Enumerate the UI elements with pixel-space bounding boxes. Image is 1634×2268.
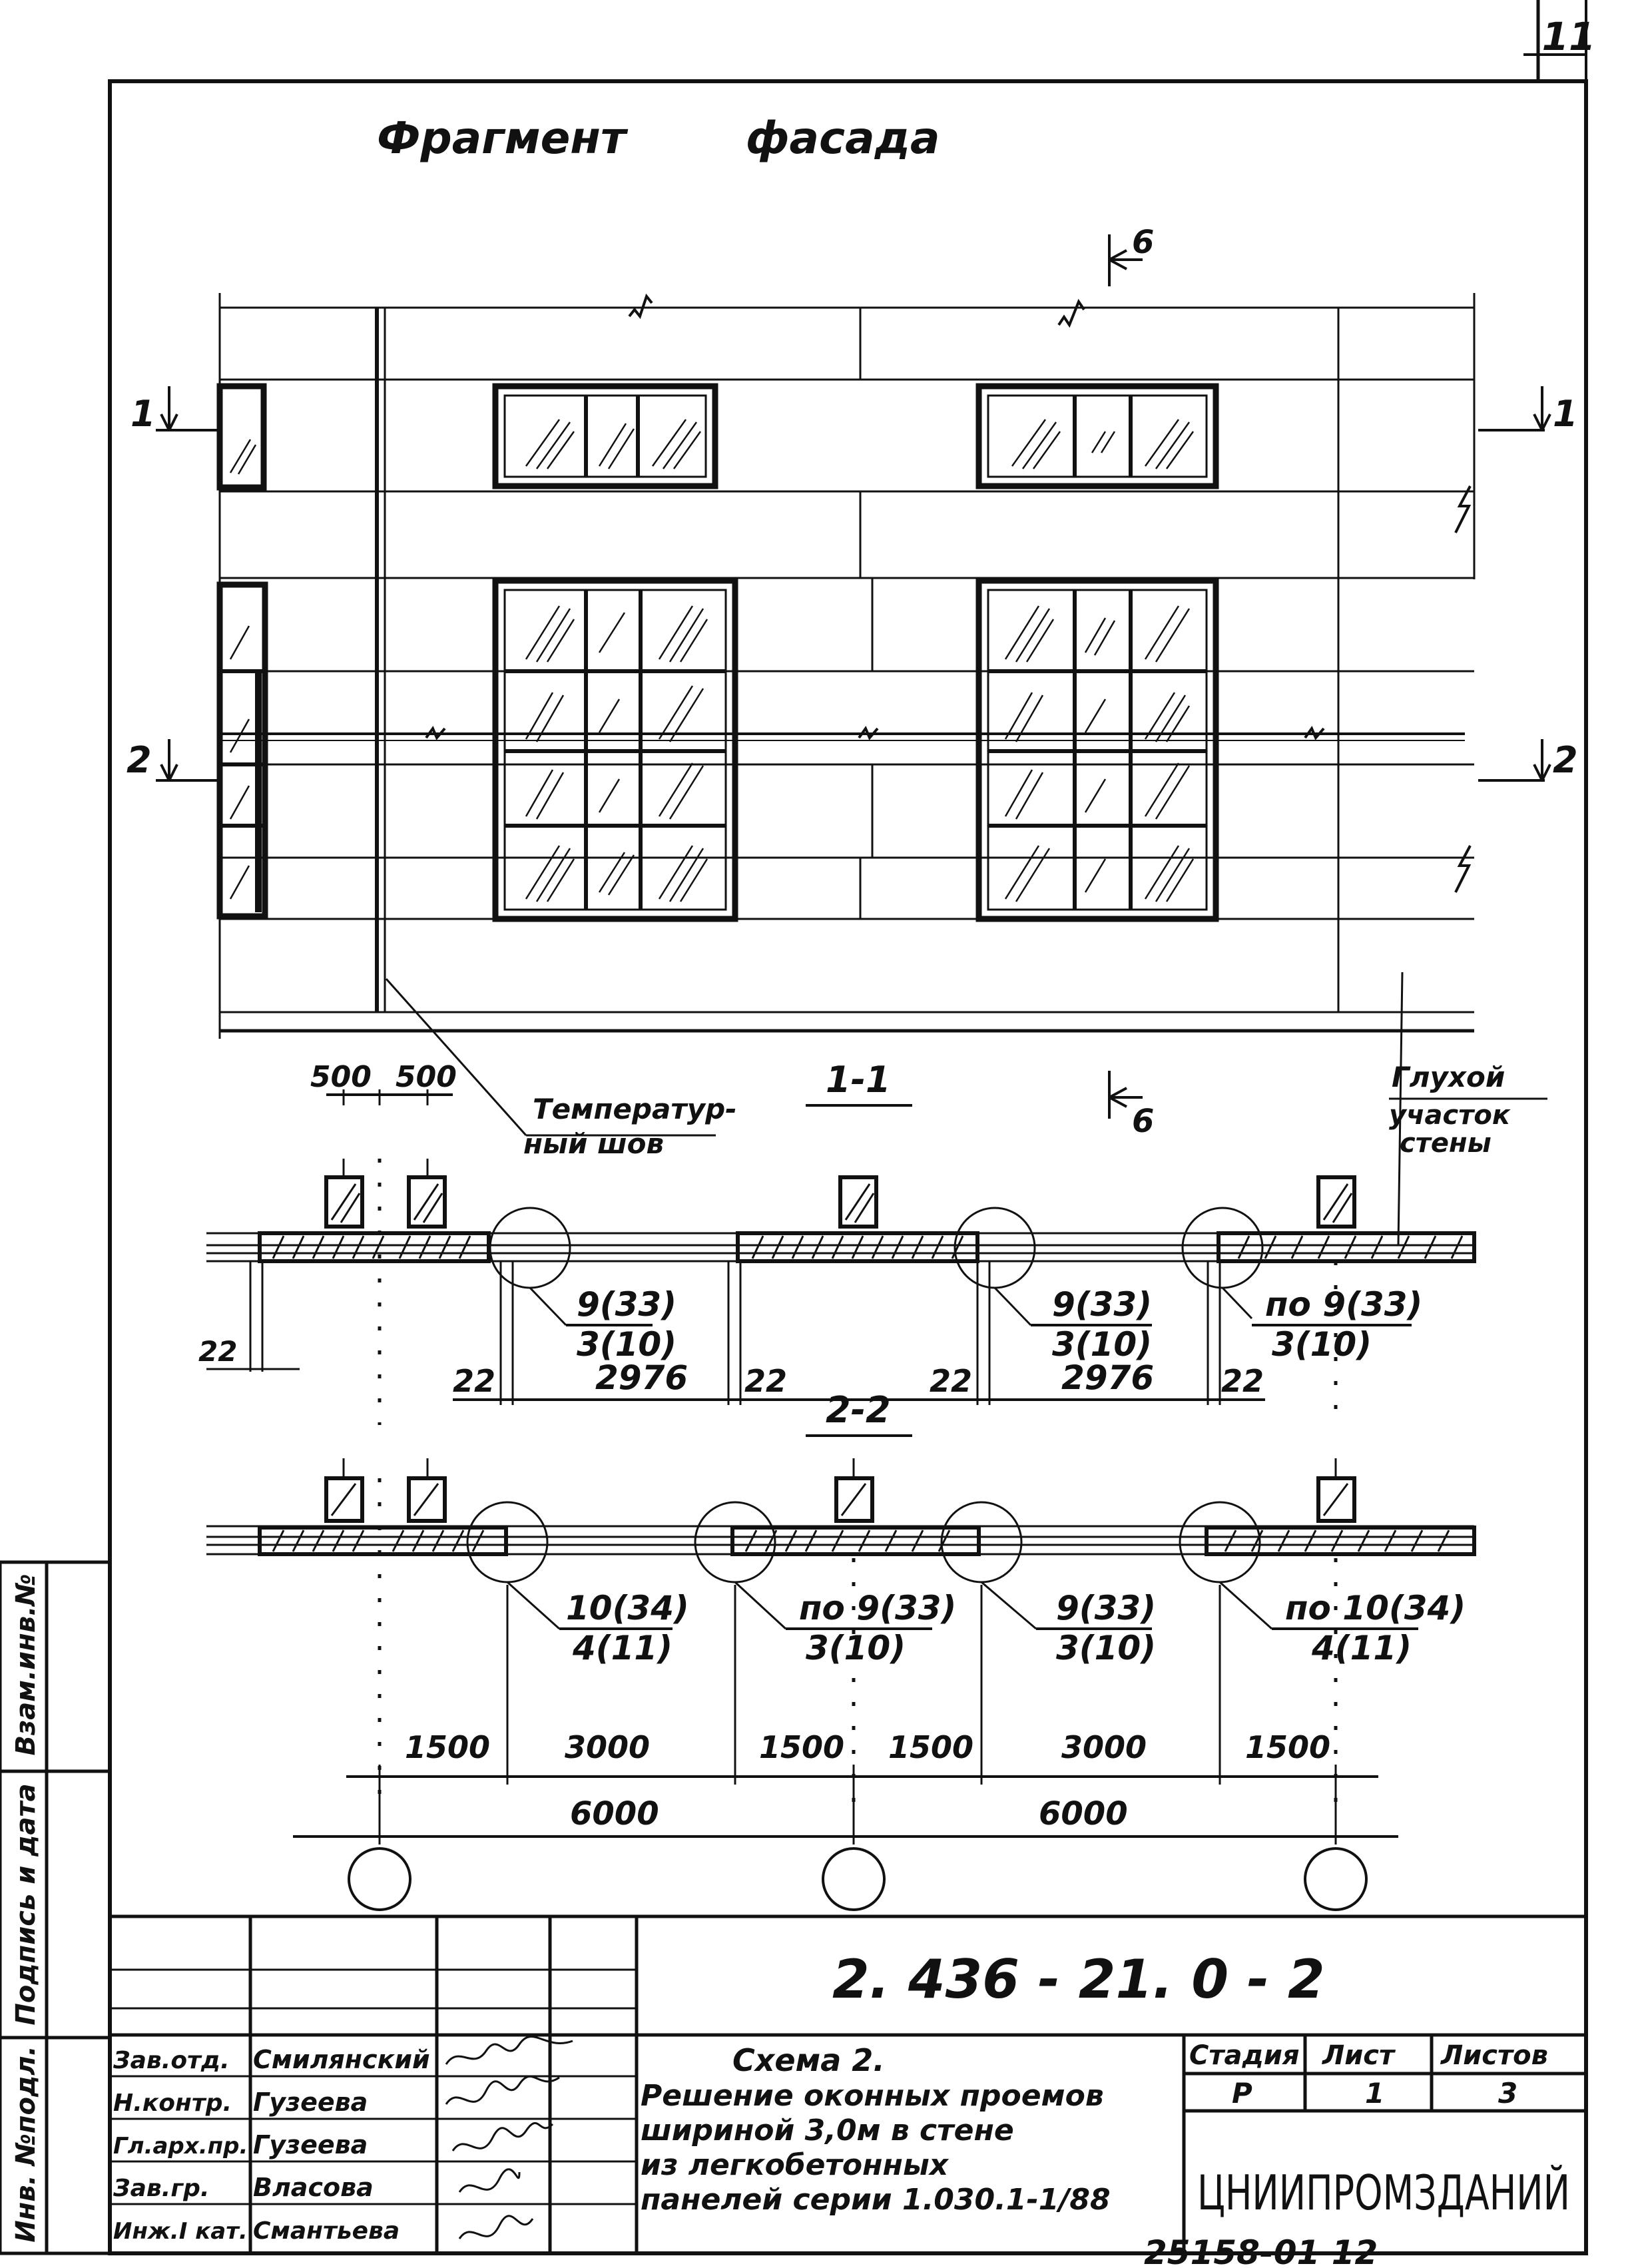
temperature-joint-note-line2: ный шов (523, 1127, 664, 1160)
upper-windows (216, 383, 1219, 491)
stamp-name-1: Гузеева (253, 2088, 368, 2117)
stamp-desc-line5: панелей серии 1.030.1-1/88 (641, 2183, 1111, 2217)
sheet-number: 11 (1542, 14, 1596, 59)
facade-fragment (218, 293, 1476, 1246)
dim-6000-a: 6000 (570, 1795, 659, 1833)
blind-wall-note-line3: стены (1400, 1128, 1492, 1159)
dim-6000-b: 6000 (1039, 1795, 1128, 1833)
stamp-sheets-label: Листов (1440, 2040, 1548, 2071)
stamp-desc-line1: Схема 2. (732, 2042, 885, 2078)
stamp-role-2: Гл.арх.пр. (113, 2133, 248, 2159)
section-2-right-label: 2 (1553, 739, 1578, 781)
dim-1500-c: 1500 (888, 1729, 973, 1765)
callout-2-2-c-top: 9(33) (1056, 1589, 1156, 1627)
side-stamp-sign-date: Подпись и дата (11, 1783, 41, 2025)
section-6-top-label: 6 (1132, 224, 1154, 261)
sheet-frame (108, 0, 1588, 2255)
title-right: фасада (746, 113, 940, 164)
callout-2-2-c-bottom: 3(10) (1056, 1629, 1156, 1667)
temperature-joint-note-line1: Температур- (533, 1093, 737, 1125)
signatures (445, 2036, 573, 2239)
blind-wall-note-line2: участок (1389, 1100, 1511, 1131)
stamp-role-1: Н.контр. (113, 2090, 232, 2117)
stamp-name-2: Гузеева (253, 2130, 368, 2159)
dim-22-a: 22 (453, 1363, 495, 1399)
dim-500-left: 500 (310, 1060, 372, 1094)
section-2-2-title: 2-2 (826, 1389, 891, 1431)
section-2-2-drawing (206, 1458, 1476, 1911)
stamp-stage-label: Стадия (1189, 2040, 1300, 2071)
section-1-1-drawing (206, 1089, 1476, 1425)
callout-2-2-d-top: по 10(34) (1285, 1589, 1466, 1627)
callout-2-2-d-bottom: 4(11) (1311, 1629, 1412, 1667)
stamp-desc-line4: из легкобетонных (641, 2148, 950, 2182)
stamp-name-4: Смантьева (253, 2217, 400, 2245)
stamp-name-0: Смилянский (253, 2045, 430, 2074)
lower-windows-hatching (229, 605, 1195, 902)
stamp-desc-line3: шириной 3,0м в стене (641, 2114, 1014, 2147)
side-stamp-inv-sub: Инв. №подл. (11, 2046, 41, 2243)
callout-1-1-b-bottom: 3(10) (1052, 1325, 1152, 1364)
dim-1500-d: 1500 (1245, 1729, 1330, 1765)
side-stamp-replace: Взам.инв.№ (11, 1574, 41, 1756)
dim-22-b: 22 (744, 1363, 787, 1399)
dim-22-c: 22 (930, 1363, 972, 1399)
lower-windows (216, 577, 1219, 922)
section-2-left-label: 2 (127, 739, 152, 781)
dim-22-left: 22 (198, 1335, 237, 1368)
dim-22-d: 22 (1221, 1363, 1264, 1399)
upper-windows-hatching (229, 419, 1195, 475)
callout-1-1-a-bottom: 3(10) (577, 1325, 677, 1364)
dim-500-right: 500 (396, 1060, 457, 1094)
document-code: 2. 436 - 21. 0 - 2 (832, 1948, 1325, 2010)
section-1-1-title: 1-1 (826, 1059, 891, 1101)
section-markers (156, 234, 1551, 1119)
blind-wall-note-line1: Глухой (1392, 1061, 1505, 1093)
stamp-sheet-value: 1 (1365, 2077, 1384, 2110)
stamp-role-3: Зав.гр. (113, 2175, 210, 2202)
dim-2976-b: 2976 (1061, 1358, 1154, 1397)
title-left: Фрагмент (377, 113, 629, 164)
callout-2-2-b-bottom: 3(10) (806, 1629, 906, 1667)
callout-1-1-a-top: 9(33) (577, 1285, 677, 1324)
stamp-role-0: Зав.отд. (113, 2047, 230, 2074)
stamp-desc-line2: Решение оконных проемов (641, 2079, 1104, 2113)
callout-2-2-a-bottom: 4(11) (572, 1629, 673, 1667)
side-stamp (0, 1560, 112, 2255)
stamp-name-3: Власова (253, 2173, 374, 2202)
callout-1-1-c-bottom: 3(10) (1272, 1325, 1372, 1364)
dim-3000-a: 3000 (565, 1729, 650, 1765)
stamp-organization: ЦНИИПРОМЗДАНИЙ (1197, 2165, 1570, 2221)
section-1-left-label: 1 (131, 393, 156, 435)
stamp-sheet-label: Лист (1322, 2040, 1396, 2071)
dim-3000-b: 3000 (1061, 1729, 1147, 1765)
callout-1-1-b-top: 9(33) (1052, 1285, 1152, 1324)
footer-code: 25158-01 12 (1144, 2233, 1378, 2268)
callout-2-2-b-top: по 9(33) (799, 1589, 956, 1627)
section-1-right-label: 1 (1553, 393, 1578, 435)
dim-2976-a: 2976 (595, 1358, 688, 1397)
callout-2-2-a-top: 10(34) (566, 1589, 689, 1627)
callout-1-1-c-top: по 9(33) (1265, 1285, 1422, 1324)
stamp-role-4: Инж.I кат. (113, 2218, 248, 2245)
section-6-bottom-label: 6 (1132, 1103, 1154, 1140)
dim-1500-a: 1500 (405, 1729, 490, 1765)
title-block (110, 1914, 1586, 2253)
stamp-sheets-value: 3 (1498, 2077, 1517, 2110)
stamp-stage-value: Р (1232, 2077, 1252, 2110)
dim-1500-b: 1500 (759, 1729, 844, 1765)
